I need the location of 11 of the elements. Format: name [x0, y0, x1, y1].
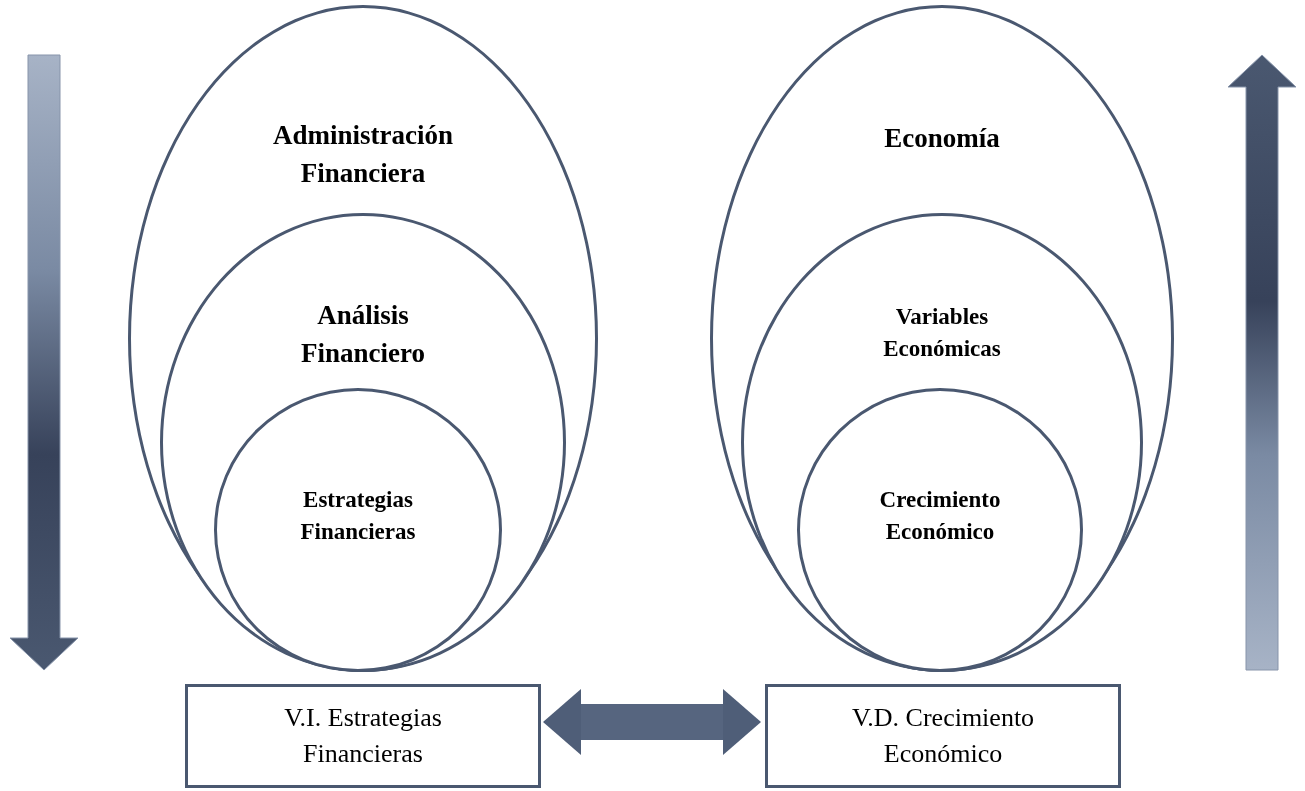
- ellipse-label: Estrategias Financieras: [299, 486, 417, 547]
- ellipse-label: Crecimiento Económico: [878, 486, 1002, 547]
- double-arrow: [543, 689, 761, 755]
- ellipse-label: Variables Económicas: [882, 303, 1002, 364]
- variable-box: [185, 684, 541, 788]
- ellipse-label: Administración Financiera: [272, 119, 454, 190]
- ellipse-label: Análisis Financiero: [300, 299, 426, 370]
- ellipse-label: Economía: [883, 122, 1001, 155]
- box-label: V.I. Estrategias Financieras: [283, 701, 443, 770]
- variable-box: [765, 684, 1121, 788]
- box-label: V.D. Crecimiento Económico: [850, 701, 1036, 770]
